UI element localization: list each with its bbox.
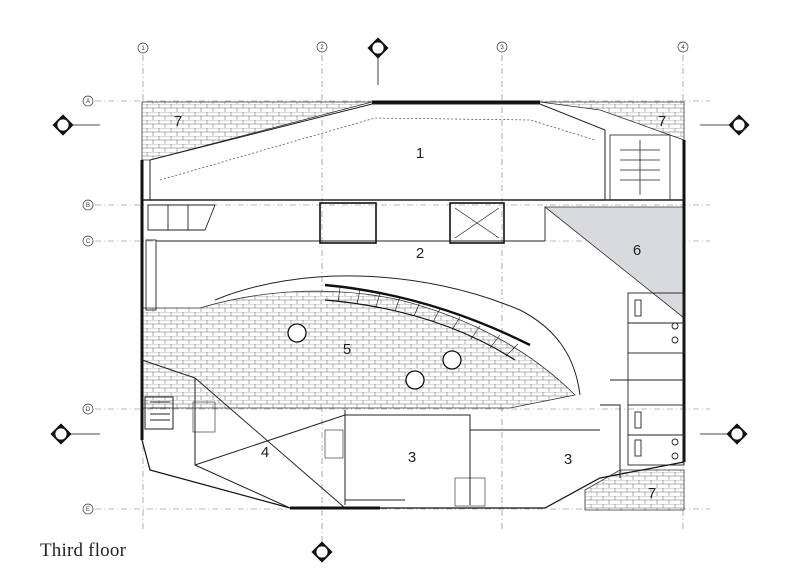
room-label-1: 1	[416, 145, 424, 162]
stair-left	[145, 204, 216, 311]
curved-stair	[324, 283, 531, 361]
corridor-2-walls	[156, 207, 581, 396]
plan-caption: Third floor	[40, 540, 127, 561]
stair-upper-right	[609, 134, 671, 201]
section-mark-left-lower	[50, 423, 100, 445]
grid-row-markers: A B C D E	[82, 95, 94, 515]
room-label-3a: 3	[408, 449, 416, 466]
wc-area	[610, 292, 685, 466]
section-mark-top	[367, 37, 389, 85]
elevator-shafts	[319, 202, 505, 244]
grid-col-1: 1	[141, 46, 145, 52]
section-mark-left-upper	[52, 114, 100, 136]
room-label-7a: 7	[174, 113, 182, 130]
columns	[287, 323, 462, 390]
room-label-3b: 3	[564, 451, 572, 468]
grid-col-4: 4	[681, 45, 685, 51]
room-1-walls	[142, 103, 684, 201]
room-label-6: 6	[633, 242, 641, 259]
grid-col-3: 3	[500, 45, 504, 51]
shaded-void-area	[543, 206, 685, 319]
section-mark-bottom	[311, 541, 333, 563]
grid-row-a: A	[86, 99, 90, 105]
section-mark-right-lower	[700, 423, 748, 445]
atrium-hatched-area	[141, 290, 576, 409]
grid-column-markers: 1 2 3 4	[137, 41, 689, 54]
lower-rooms-walls	[141, 359, 621, 509]
section-markers	[50, 37, 750, 563]
grid-row-d: D	[86, 407, 91, 413]
room-label-2: 2	[416, 245, 424, 262]
grid-col-2: 2	[320, 45, 324, 51]
room-label-7c: 7	[648, 485, 656, 502]
room-label-7b: 7	[658, 113, 666, 130]
room-label-4: 4	[261, 444, 269, 461]
grid-row-b: B	[86, 203, 90, 209]
room-label-5: 5	[343, 341, 351, 358]
section-mark-right-upper	[700, 114, 750, 136]
grid-row-e: E	[86, 507, 90, 513]
room-labels: 1 2 3 3 4 5 6 7 7 7	[174, 113, 666, 502]
grid-row-c: C	[86, 239, 91, 245]
